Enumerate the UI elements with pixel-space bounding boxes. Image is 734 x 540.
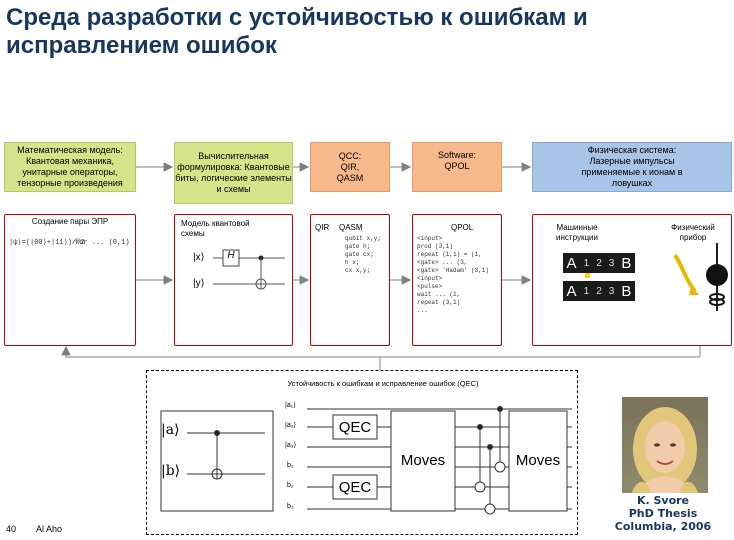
credit-venue: Columbia, 2006 [614,520,712,533]
software-label: Software: QPOL [437,150,477,171]
qasm-label: QASM [339,223,363,232]
reg-2: 2 [596,257,602,269]
register-row-2: A 1 2 3 B [563,281,635,301]
register-row-1: A 1 2 3 B [563,253,635,273]
feedback-arrow-icon [61,345,381,370]
wire-label-a3: |a₃⟩ [285,442,297,449]
ion-trap-diagram [673,243,728,311]
slide-title: Среда разработки с устойчивостью к ошибк… [6,4,588,59]
moves-label-2: Moves [515,452,561,469]
software-box: Software: QPOL [412,142,502,192]
wire-label-b2: b₂ [287,482,294,489]
circuit-panel: Модель квантовой схемы |x⟩ |y⟩ H [174,214,293,346]
wire-label-a2: |a₂⟩ [285,422,297,429]
computation-box: Вычислительная формулировка: Квантовые б… [174,142,293,204]
qec-circuit [160,406,572,515]
qpol-panel: QPOL <input> prod (3,1) repeat (1,1) = (… [412,214,502,346]
credit-block: K. Svore PhD Thesis Columbia, 2006 [596,494,730,533]
ket-a: |a⟩ [161,422,180,438]
wire-label-a1: |a₁⟩ [285,402,296,409]
author-photo [622,397,708,493]
hardware-panel: Машинные инструкции Физический прибор A … [532,214,732,346]
credit-name: K. Svore [636,494,690,507]
credit-thesis: PhD Thesis [628,507,698,520]
footer-author: Al Aho [36,524,63,534]
reg-b: B [621,254,632,272]
reg-a: A [566,282,577,300]
portrait-image [632,407,698,493]
qpol-code: <input> prod (3,1) repeat (1,1) = (1, <g… [417,235,490,314]
qec-panel: Устойчивость к ошибкам и исправление оши… [146,370,578,535]
qcc-box: QCC: QIR, QASM [310,142,390,192]
ket-b: |b⟩ [161,463,181,479]
wire-label-b1: b₁ [287,462,294,469]
wire-label-b3: b₃ [287,503,294,510]
circuit-label: Модель квантовой схемы [181,219,250,238]
math-model-box: Математическая модель: Квантовая механик… [4,142,136,192]
reg-2: 2 [596,285,602,297]
circuit-diagram [213,249,285,290]
machine-label: Машинные инструкции [556,223,598,242]
qir-label: QIR [315,223,330,232]
qasm-panel: QIR QASM qubit x,y; gate h; gate cx; h x… [310,214,390,346]
ket-y: |y⟩ [193,278,205,289]
reg-a: A [566,254,577,272]
qec-top-label: QEC [338,419,372,436]
moves-label-1: Moves [400,452,446,469]
epr-suffix: for ... (0,1) [75,239,130,247]
physical-system-box: Физическая система: Лазерные импульсы пр… [532,142,732,192]
epr-panel: Создание пары ЭПР |ψ⟩=(|00⟩+|11⟩)/√2 for… [4,214,136,346]
reg-3: 3 [608,257,615,269]
epr-formula: |ψ⟩=(|00⟩+|11⟩)/√2 [9,239,85,247]
reg-b: B [621,282,632,300]
register-accent [567,273,631,279]
qcc-label: QCC: QIR, QASM [336,150,364,183]
reg-3: 3 [608,285,615,297]
reg-1: 1 [583,285,590,297]
device-label: Физический прибор [671,223,715,242]
laser-beam-icon [673,253,697,293]
qasm-code: qubit x,y; gate h; gate cx; h x; cx x,y; [345,235,382,274]
reg-1: 1 [583,257,590,269]
qec-caption: Устойчивость к ошибкам и исправление оши… [287,379,479,388]
page-number: 40 [6,524,17,534]
gate-h: H [227,250,235,261]
physical-system-label: Физическая система: Лазерные импульсы пр… [581,145,683,188]
ion-trap-icon [706,264,728,286]
epr-label: Создание пары ЭПР [31,217,109,226]
qec-bottom-label: QEC [338,479,372,496]
qpol-label: QPOL [451,223,474,232]
ket-x: |x⟩ [193,252,205,263]
